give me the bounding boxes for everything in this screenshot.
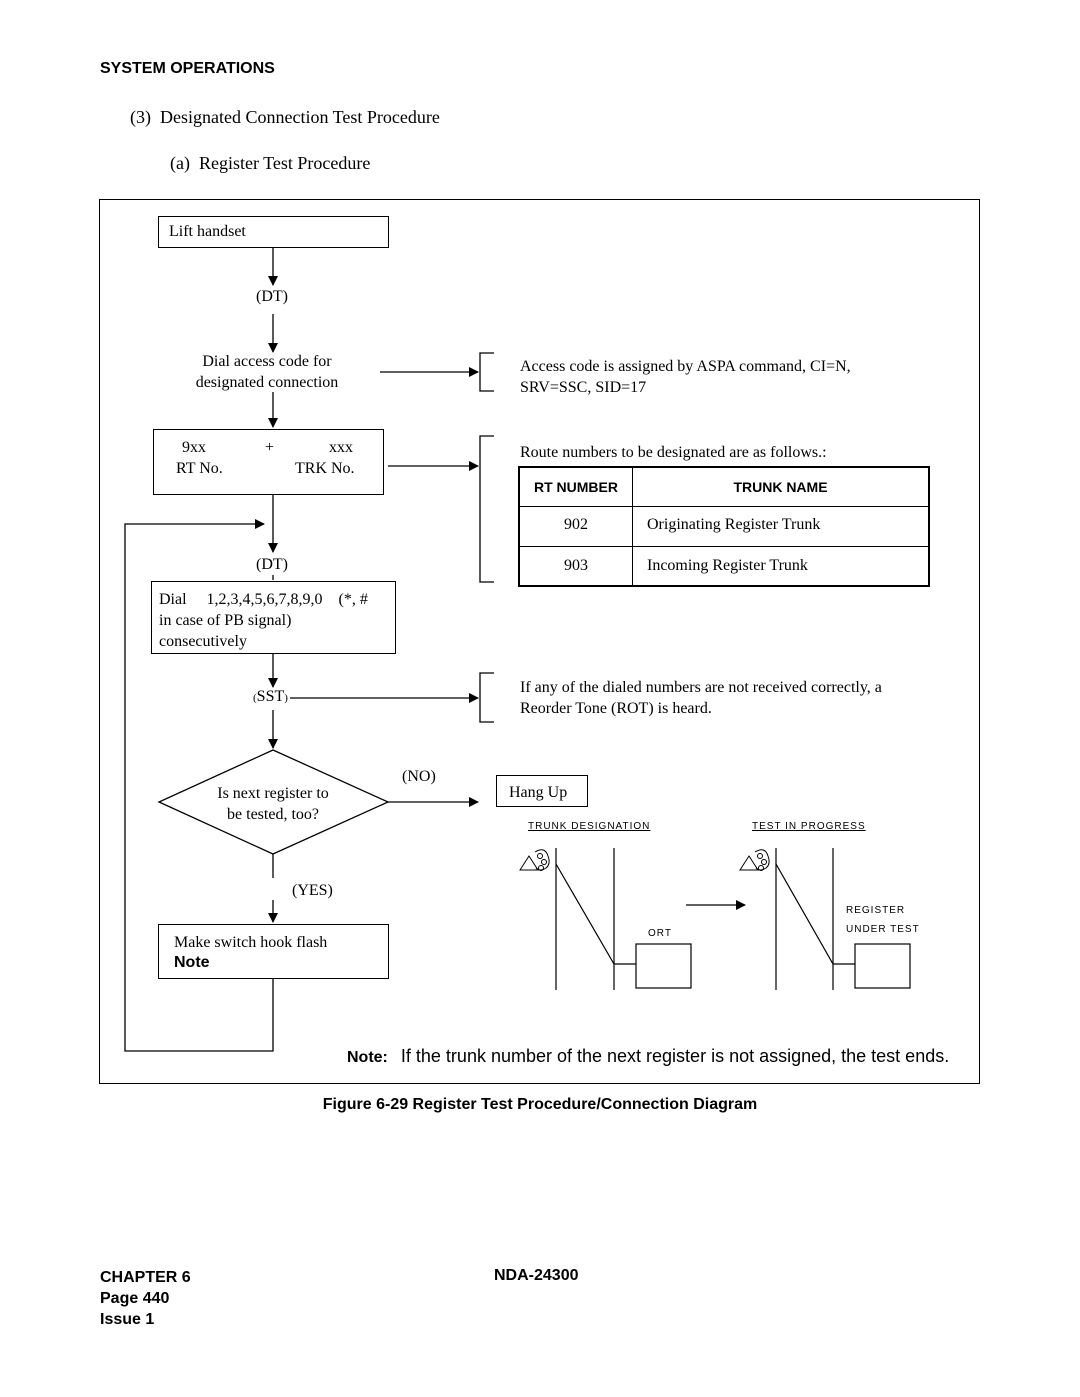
sst-paren-close: ) [284, 692, 288, 704]
decision-text: Is next register to be tested, too? [196, 783, 350, 825]
dial-tone-label-2: (DT) [256, 556, 288, 573]
no-label: (NO) [402, 768, 436, 785]
switch-hook-text: Make switch hook flash [174, 934, 328, 951]
test-in-progress-title: TEST IN PROGRESS [752, 821, 866, 832]
dial-digits-line-1: Dial 1,2,3,4,5,6,7,8,9,0 (*, # [159, 591, 368, 608]
dial-digits-line-3: consecutively [159, 633, 247, 650]
sst-text: SST [256, 688, 285, 705]
table-cell-trunk-originating: Originating Register Trunk [647, 516, 821, 533]
reorder-tone-note: If any of the dialed numbers are not rec… [520, 677, 940, 719]
footer-page: Page 440 [100, 1290, 170, 1307]
telephone-handset-icon [519, 849, 550, 871]
lift-handset-text: Lift handset [169, 223, 246, 240]
code-xxx: xxx [329, 439, 353, 456]
reorder-note-line-2: Reorder Tone (ROT) is heard. [520, 700, 712, 717]
left-path [555, 863, 636, 965]
route-table: RT NUMBER TRUNK NAME 902 Originating Reg… [518, 466, 930, 587]
figure-frame [99, 199, 980, 1084]
reorder-note-line-1: If any of the dialed numbers are not rec… [520, 679, 882, 696]
sst-label: (SST) [253, 688, 288, 706]
ort-box [635, 943, 692, 989]
table-header-divider [520, 506, 928, 507]
section-header: SYSTEM OPERATIONS [100, 60, 275, 77]
dial-access-text: Dial access code for designated connecti… [160, 351, 374, 393]
rt-no-label: RT No. [176, 460, 223, 477]
figure-note: Note: If the trunk number of the next re… [347, 1046, 949, 1067]
footer-chapter-block: CHAPTER 6 Page 440 Issue 1 [100, 1267, 191, 1330]
telephone-handset-icon-2 [739, 849, 770, 871]
table-cell-rt-903: 903 [564, 557, 588, 574]
access-note-line-2: SRV=SSC, SID=17 [520, 379, 647, 396]
access-note-line-1: Access code is assigned by ASPA command,… [520, 358, 851, 375]
dial-access-line-1: Dial access code for [202, 353, 332, 370]
table-row-divider [520, 546, 928, 547]
dial-access-line-2: designated connection [195, 374, 339, 391]
lift-handset-box: Lift handset [158, 216, 389, 248]
route-trunk-box: 9xx + xxx RT No. TRK No. [153, 429, 384, 495]
decision-line-1: Is next register to [217, 785, 329, 802]
register-label-line-1: REGISTER [846, 905, 906, 916]
figure-note-label: Note: [347, 1049, 388, 1066]
table-cell-rt-902: 902 [564, 516, 588, 533]
access-code-note: Access code is assigned by ASPA command,… [520, 356, 940, 398]
right-path [775, 863, 855, 965]
ort-label: ORT [648, 928, 672, 939]
table-column-divider [632, 468, 633, 585]
register-box [854, 943, 911, 989]
figure-caption: Figure 6-29 Register Test Procedure/Conn… [322, 1096, 758, 1113]
sst-paren-open: ( [253, 692, 257, 704]
footer-doc-id: NDA-24300 [494, 1267, 579, 1284]
trunk-designation-title: TRUNK DESIGNATION [528, 821, 651, 832]
yes-label: (YES) [292, 882, 333, 899]
switch-hook-note: Note [174, 954, 210, 971]
subprocedure-heading: (a) Register Test Procedure [170, 153, 371, 173]
hang-up-box: Hang Up [496, 775, 588, 807]
table-header-rt-number: RT NUMBER [534, 479, 618, 495]
table-cell-trunk-incoming: Incoming Register Trunk [647, 557, 808, 574]
register-label-line-2: UNDER TEST [846, 924, 920, 935]
dial-tone-label: (DT) [256, 288, 288, 305]
procedure-heading: (3) Designated Connection Test Procedure [130, 107, 440, 127]
switch-hook-box: Make switch hook flash Note [158, 924, 389, 979]
trk-no-label: TRK No. [295, 460, 355, 477]
decision-diamond [157, 749, 390, 855]
hang-up-text: Hang Up [509, 784, 568, 801]
route-intro-text: Route numbers to be designated are as fo… [520, 444, 827, 461]
dial-digits-box: Dial 1,2,3,4,5,6,7,8,9,0 (*, # in case o… [151, 581, 396, 654]
code-9xx: 9xx [182, 439, 206, 456]
figure-note-text: If the trunk number of the next register… [400, 1046, 950, 1066]
dial-digits-line-2: in case of PB signal) [159, 612, 292, 629]
footer-chapter: CHAPTER 6 [100, 1269, 191, 1286]
decision-line-2: be tested, too? [227, 806, 319, 823]
table-header-trunk-name: TRUNK NAME [733, 479, 828, 495]
footer-issue: Issue 1 [100, 1311, 155, 1328]
code-plus: + [265, 439, 275, 456]
